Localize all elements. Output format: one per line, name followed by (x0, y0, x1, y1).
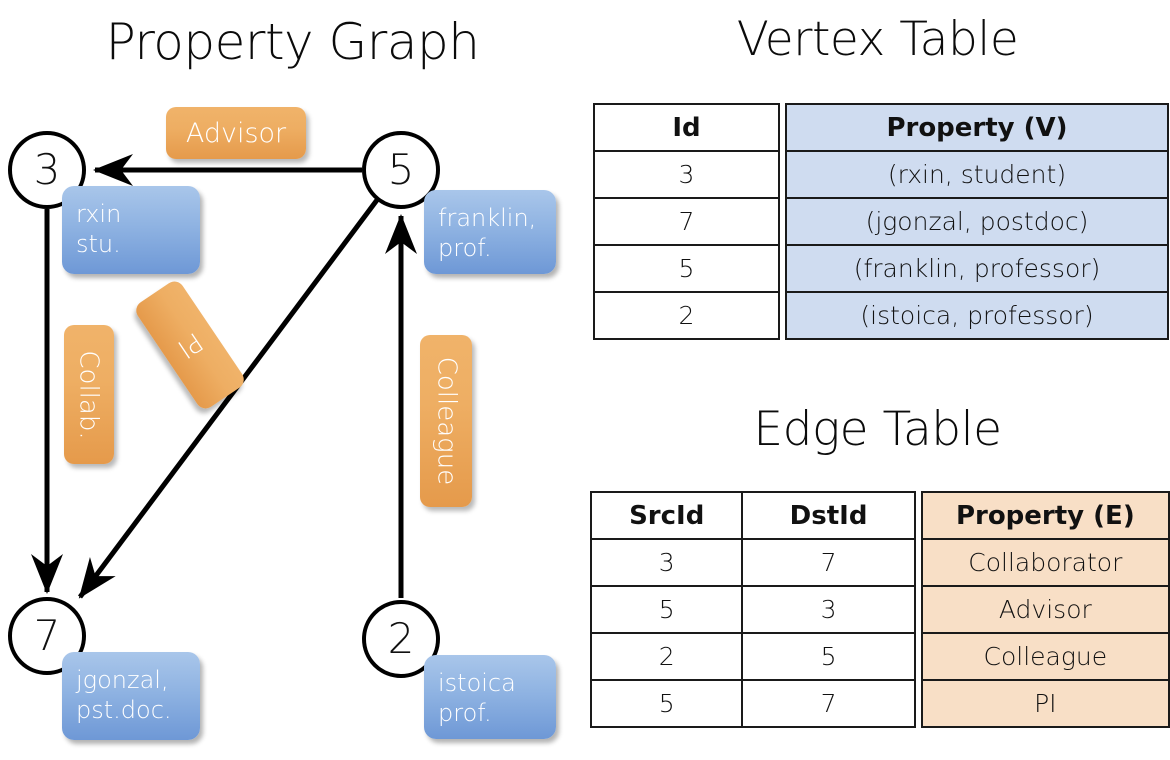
page-title-property-graph: Property Graph (105, 13, 480, 71)
vertex-property-callout-3: rxin stu. (62, 186, 200, 274)
graph-edge-lines (31, 154, 417, 599)
edge-cell-dstid: 3 (741, 585, 916, 634)
page-title-vertex-table: Vertex Table (736, 12, 1019, 67)
edge-label-colleague-text: Colleague (431, 356, 462, 486)
edge-table: SrcId DstId Property (E) 3 7 Collaborato… (589, 491, 1170, 728)
vertex-table: Id Property (V) 3 (rxin, student) 7 (jgo… (593, 103, 1169, 340)
edge-cell-property: PI (920, 679, 1170, 728)
edge-cell-srcid: 2 (589, 632, 744, 681)
vertex-table-header-row: Id Property (V) (593, 103, 1169, 152)
edge-cell-property: Advisor (920, 585, 1170, 634)
table-row: 2 5 Colleague (589, 632, 1170, 681)
table-row: 2 (istoica, professor) (593, 291, 1169, 340)
table-row: 3 7 Collaborator (589, 538, 1170, 587)
table-row: 5 7 PI (589, 679, 1170, 728)
table-row: 3 (rxin, student) (593, 150, 1169, 199)
page-title-edge-table: Edge Table (753, 402, 1002, 457)
edge-cell-srcid: 5 (589, 679, 744, 728)
table-row: 5 (franklin, professor) (593, 244, 1169, 293)
vertex-cell-property: (jgonzal, postdoc) (785, 197, 1169, 246)
vertex-cell-id: 3 (593, 150, 780, 199)
edge-label-advisor: Advisor (166, 107, 306, 159)
column-separator (914, 586, 922, 633)
column-separator (779, 245, 786, 292)
edge-cell-srcid: 3 (589, 538, 744, 587)
vertex-table-header-property: Property (V) (785, 103, 1169, 152)
edge-label-pi-text: PI (171, 326, 209, 364)
graph-node-5[interactable]: 5 (362, 131, 440, 209)
edge-label-advisor-text: Advisor (185, 117, 287, 149)
column-separator (914, 539, 922, 586)
vertex-property-callout-5: franklin, prof. (424, 190, 556, 274)
column-separator (779, 104, 786, 151)
vertex-property-callout-7: jgonzal, pst.doc. (62, 652, 200, 740)
column-separator (914, 680, 922, 727)
vertex-cell-id: 7 (593, 197, 780, 246)
edge-cell-srcid: 5 (589, 585, 744, 634)
property-graph-panel: 3 5 7 2 rxin stu. franklin, prof. jgonza… (8, 107, 556, 740)
vertex-cell-property: (istoica, professor) (785, 291, 1169, 340)
edge-table-header-dstid: DstId (741, 491, 916, 540)
table-row: 7 (jgonzal, postdoc) (593, 197, 1169, 246)
edge-cell-property: Collaborator (920, 538, 1170, 587)
vertex-table-header-id: Id (593, 103, 780, 152)
column-separator (914, 492, 922, 539)
edge-cell-dstid: 7 (741, 538, 916, 587)
edge-table-header-row: SrcId DstId Property (E) (589, 491, 1170, 540)
edge-cell-property: Colleague (920, 632, 1170, 681)
vertex-cell-id: 2 (593, 291, 780, 340)
edge-cell-dstid: 7 (741, 679, 916, 728)
graph-node-2[interactable]: 2 (362, 600, 440, 678)
table-row: 5 3 Advisor (589, 585, 1170, 634)
vertex-cell-property: (franklin, professor) (785, 244, 1169, 293)
edge-label-colleague: Colleague (420, 335, 472, 507)
column-separator (914, 633, 922, 680)
edge-table-header-property: Property (E) (920, 491, 1170, 540)
edge-label-collab: Collab. (64, 325, 114, 464)
edge-label-collab-text: Collab. (74, 349, 104, 440)
edge-table-header-srcid: SrcId (589, 491, 744, 540)
vertex-cell-id: 5 (593, 244, 780, 293)
vertex-cell-property: (rxin, student) (785, 150, 1169, 199)
column-separator (779, 198, 786, 245)
vertex-property-callout-2: istoica prof. (424, 655, 556, 739)
column-separator (779, 292, 786, 339)
edge-cell-dstid: 5 (741, 632, 916, 681)
column-separator (779, 151, 786, 198)
